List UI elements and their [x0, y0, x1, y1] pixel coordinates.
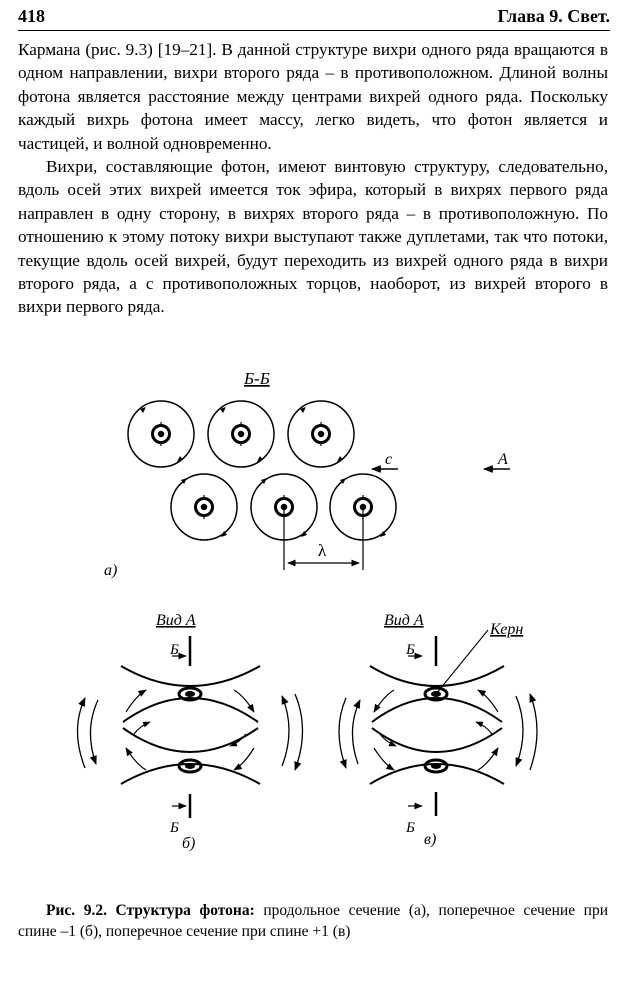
page-header: 418 Глава 9. Свет. [18, 6, 610, 32]
cut-label-b-top: Б [169, 642, 179, 658]
photon-structure-figure: Б-Б [76, 369, 538, 852]
panel-c-label: в) [424, 831, 436, 848]
vortex-row-top [127, 400, 355, 468]
vortex-top-2 [207, 400, 275, 468]
page-number: 418 [18, 6, 45, 26]
view-label-b: Вид А [156, 612, 196, 629]
body-text: Кармана (рис. 9.3) [19–21]. В данной стр… [18, 38, 608, 319]
wavelength-dimension [283, 509, 364, 570]
wavelength-label: λ [318, 541, 327, 560]
vortex-bottom-1 [170, 473, 238, 541]
cut-label-c-top: Б [405, 642, 415, 658]
figure-caption: Рис. 9.2. Структура фотона: продольное с… [18, 900, 608, 942]
panel-c-diagram: Вид А Б Б Керн [338, 612, 538, 836]
vortex-top-3 [287, 400, 355, 468]
view-arrow-a: A [483, 451, 510, 473]
caption-text: продольное сечение (а), поперечное сечен… [18, 902, 609, 940]
paragraph-2: Вихри, составляющие фотон, имеют винтову… [18, 157, 608, 317]
view-arrow-label: A [497, 451, 508, 468]
view-label-c: Вид А [384, 612, 424, 629]
paragraph-1: Кармана (рис. 9.3) [19–21]. В данной стр… [18, 40, 608, 153]
velocity-arrow: c [371, 451, 398, 473]
section-label: Б-Б [243, 369, 270, 388]
header-rule [18, 30, 610, 31]
chapter-title: Глава 9. Свет. [497, 6, 610, 26]
cut-label-b-bottom: Б [169, 820, 179, 836]
panel-b-label: б) [182, 835, 195, 852]
velocity-label: c [385, 451, 392, 468]
vortex-top-1 [127, 400, 195, 468]
cut-label-c-bottom: Б [405, 820, 415, 836]
core-label: Керн [489, 621, 523, 638]
panel-b-diagram: Вид А Б Б [76, 612, 304, 836]
caption-title: Рис. 9.2. Структура фотона: [46, 902, 255, 919]
panel-a-label: а) [104, 562, 117, 579]
